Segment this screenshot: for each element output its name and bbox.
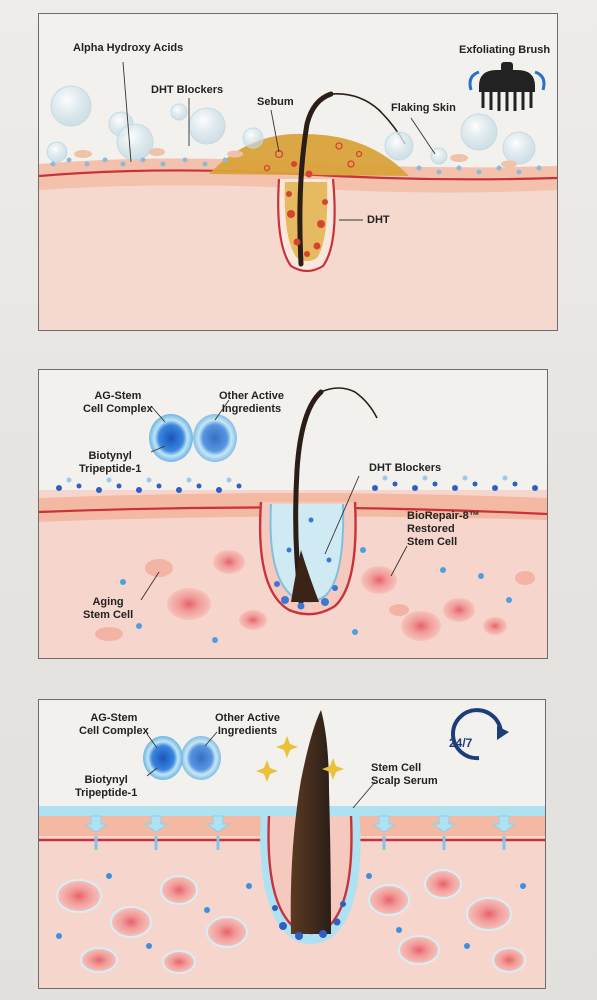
panel-serum-delivery: AG-Stem Cell Complex Other Active Ingred… <box>38 699 546 989</box>
panel-serum-illustration <box>39 708 545 988</box>
label-ag-stem-cell-complex: AG-Stem Cell Complex <box>79 712 149 737</box>
panel-stem-cell-restoration: AG-Stem Cell Complex Other Active Ingred… <box>38 369 548 659</box>
label-other-active-ingredients: Other Active Ingredients <box>215 712 281 737</box>
label-dht-blockers: DHT Blockers <box>151 84 224 96</box>
label-other-active-ingredients: Other Active Ingredients <box>219 390 285 415</box>
other-active-capsule-icon <box>181 736 221 780</box>
ag-stem-capsule-icon <box>143 736 183 780</box>
label-flaking-skin: Flaking Skin <box>391 102 456 114</box>
label-sebum: Sebum <box>257 96 294 108</box>
label-aging-stem-cell: Aging Stem Cell <box>83 596 134 621</box>
label-biorepair-restored-stem-cell: BioRepair-8™ Restored Stem Cell <box>407 510 480 548</box>
label-ag-stem-cell-complex: AG-Stem Cell Complex <box>83 390 153 415</box>
label-exfoliating-brush: Exfoliating Brush <box>459 44 551 56</box>
clock-24-7-icon <box>451 708 509 761</box>
label-dht-blockers: DHT Blockers <box>369 462 442 474</box>
panel-exfoliation: Alpha Hydroxy Acids DHT Blockers Sebum F… <box>38 13 558 331</box>
badge-24-7: 24/7 <box>449 736 473 750</box>
ag-stem-capsule-icon <box>149 414 193 462</box>
panel-exfoliation-illustration <box>39 61 557 330</box>
label-stem-cell-scalp-serum: Stem Cell Scalp Serum <box>371 762 438 787</box>
label-dht: DHT <box>367 214 390 226</box>
label-biotynyl-tripeptide: Biotynyl Tripeptide-1 <box>79 450 142 475</box>
other-active-capsule-icon <box>193 414 237 462</box>
exfoliating-brush-icon <box>468 62 546 111</box>
label-alpha-hydroxy-acids: Alpha Hydroxy Acids <box>73 42 184 54</box>
sparkle-icons <box>256 736 344 782</box>
label-biotynyl-tripeptide: Biotynyl Tripeptide-1 <box>75 774 138 799</box>
panel-stem-cell-illustration <box>39 387 547 658</box>
